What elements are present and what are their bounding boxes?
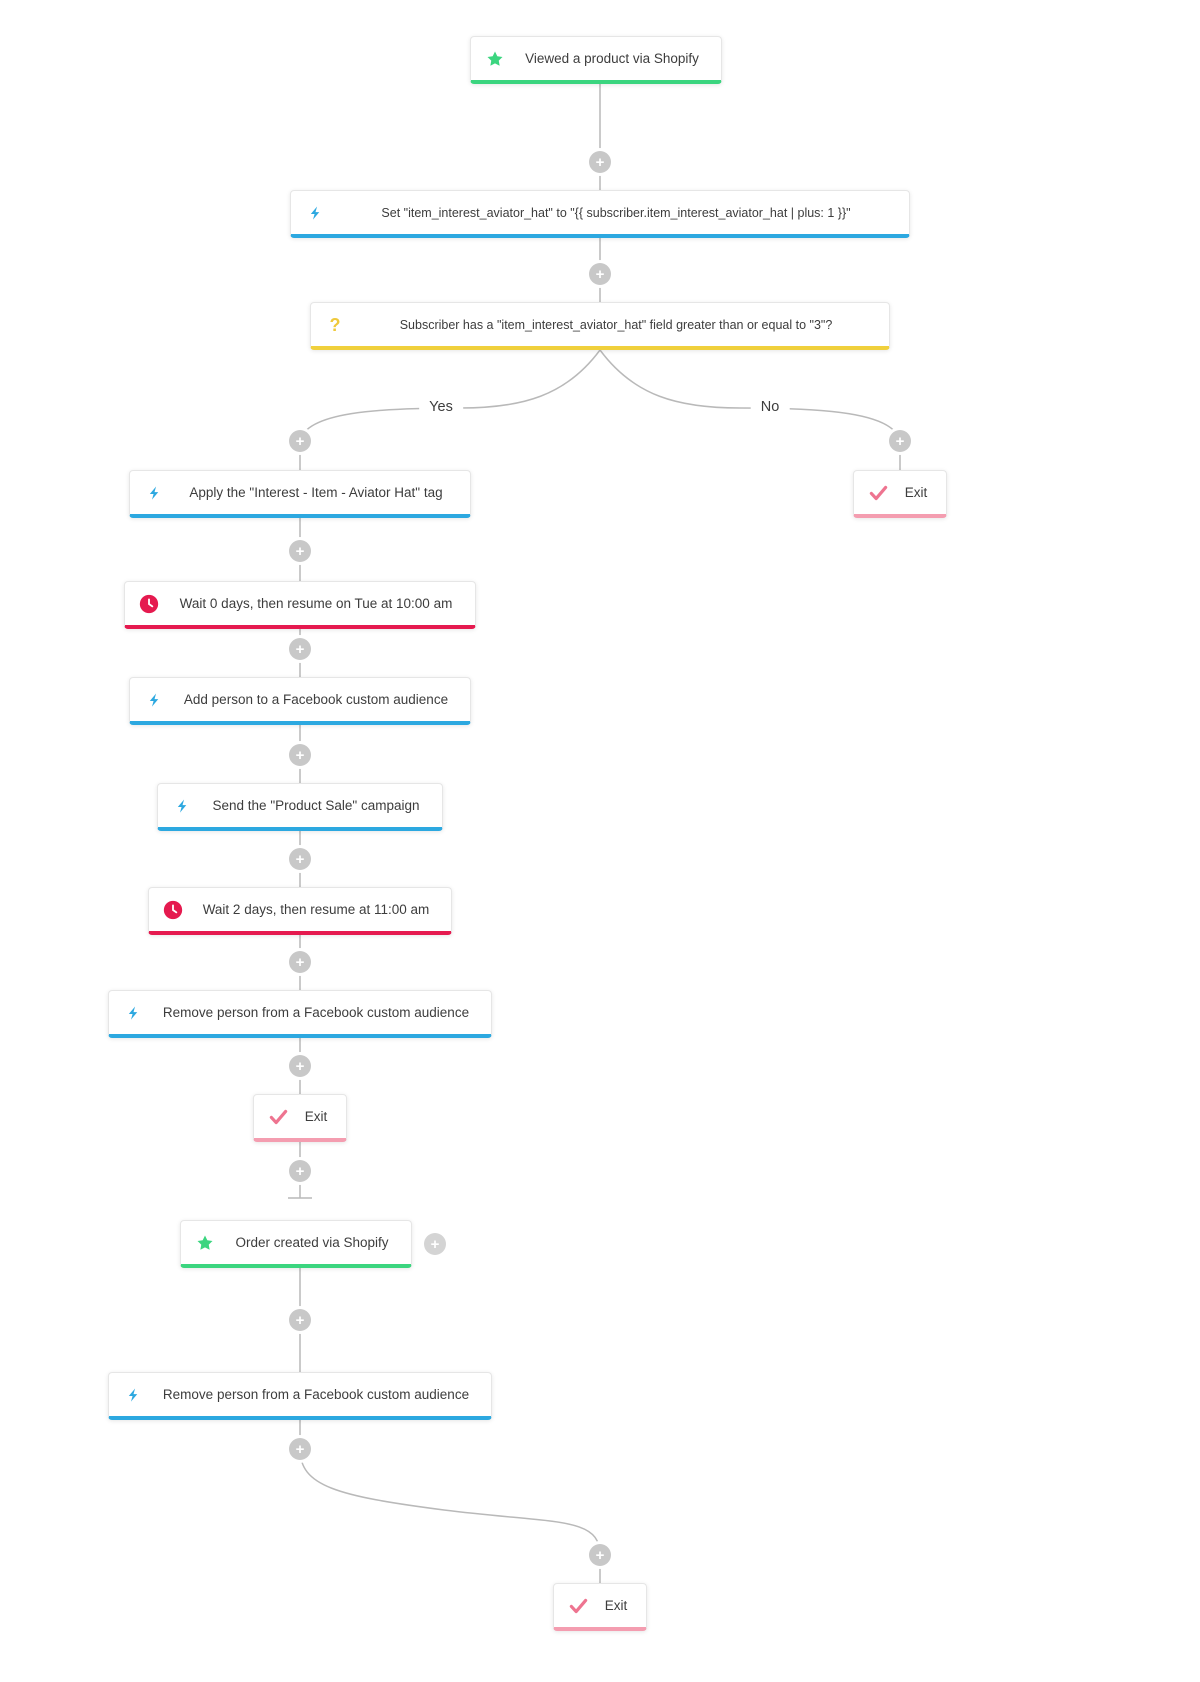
node-action-remove-facebook-audience[interactable]: Remove person from a Facebook custom aud…: [108, 990, 492, 1038]
plus-icon: +: [295, 1440, 305, 1458]
node-action-remove-facebook-audience-2[interactable]: Remove person from a Facebook custom aud…: [108, 1372, 492, 1420]
plus-icon: +: [295, 746, 305, 764]
node-trigger-viewed-product[interactable]: Viewed a product via Shopify: [470, 36, 722, 84]
add-step-button[interactable]: +: [289, 951, 311, 973]
node-label: Exit: [304, 1109, 328, 1124]
plus-icon: +: [430, 1235, 440, 1253]
check-icon: [568, 1598, 588, 1614]
lightning-icon: [305, 204, 325, 222]
node-label: Order created via Shopify: [235, 1235, 389, 1250]
node-action-set-field[interactable]: Set "item_interest_aviator_hat" to "{{ s…: [290, 190, 910, 238]
plus-icon: +: [295, 432, 305, 450]
check-icon: [868, 485, 888, 501]
node-wait-2-days[interactable]: Wait 2 days, then resume at 11:00 am: [148, 887, 452, 935]
lightning-icon: [144, 691, 164, 709]
plus-icon: +: [295, 640, 305, 658]
node-label: Remove person from a Facebook custom aud…: [162, 1005, 470, 1020]
lightning-icon: [123, 1004, 143, 1022]
branch-label-yes: Yes: [419, 399, 463, 415]
lightning-icon: [144, 484, 164, 502]
node-label: Exit: [604, 1598, 628, 1613]
node-label: Send the "Product Sale" campaign: [212, 798, 420, 813]
node-label: Set "item_interest_aviator_hat" to "{{ s…: [381, 205, 851, 220]
clock-icon: [163, 900, 183, 920]
node-exit-yes-branch[interactable]: Exit: [253, 1094, 347, 1142]
node-trigger-order-created[interactable]: Order created via Shopify: [180, 1220, 412, 1268]
branch-label-no: No: [750, 399, 790, 415]
node-action-apply-tag[interactable]: Apply the "Interest - Item - Aviator Hat…: [129, 470, 471, 518]
node-action-send-campaign[interactable]: Send the "Product Sale" campaign: [157, 783, 443, 831]
node-exit-final[interactable]: Exit: [553, 1583, 647, 1631]
star-icon: [195, 1234, 215, 1252]
star-icon: [485, 50, 505, 68]
add-step-button[interactable]: +: [289, 1055, 311, 1077]
node-label: Subscriber has a "item_interest_aviator_…: [399, 317, 833, 332]
plus-icon: +: [295, 1162, 305, 1180]
node-label: Apply the "Interest - Item - Aviator Hat…: [189, 485, 443, 500]
node-exit-no-branch[interactable]: Exit: [853, 470, 947, 518]
plus-icon: +: [295, 1057, 305, 1075]
add-step-button[interactable]: +: [289, 1438, 311, 1460]
add-step-button[interactable]: +: [289, 1160, 311, 1182]
add-step-button[interactable]: +: [889, 430, 911, 452]
add-step-button[interactable]: +: [289, 638, 311, 660]
clock-icon: [139, 594, 159, 614]
add-step-button[interactable]: +: [589, 263, 611, 285]
add-step-button[interactable]: +: [289, 430, 311, 452]
plus-icon: +: [295, 953, 305, 971]
plus-icon: +: [295, 850, 305, 868]
question-icon: ?: [329, 314, 341, 335]
node-decision-field-threshold[interactable]: ? Subscriber has a "item_interest_aviato…: [310, 302, 890, 350]
node-label: Wait 2 days, then resume at 11:00 am: [202, 902, 430, 917]
add-step-button[interactable]: +: [289, 744, 311, 766]
plus-icon: +: [595, 265, 605, 283]
node-action-add-facebook-audience[interactable]: Add person to a Facebook custom audience: [129, 677, 471, 725]
lightning-icon: [123, 1386, 143, 1404]
add-step-button[interactable]: +: [289, 540, 311, 562]
merge-curve-path: [299, 1448, 601, 1583]
add-step-button[interactable]: +: [289, 1309, 311, 1331]
check-icon: [268, 1109, 288, 1125]
add-step-button[interactable]: +: [589, 151, 611, 173]
node-label: Add person to a Facebook custom audience: [183, 692, 449, 707]
node-label: Wait 0 days, then resume on Tue at 10:00…: [179, 596, 453, 611]
plus-icon: +: [595, 153, 605, 171]
add-step-button[interactable]: +: [589, 1544, 611, 1566]
plus-icon: +: [295, 542, 305, 560]
add-trigger-button[interactable]: +: [424, 1233, 446, 1255]
plus-icon: +: [895, 432, 905, 450]
plus-icon: +: [295, 1311, 305, 1329]
add-step-button[interactable]: +: [289, 848, 311, 870]
node-label: Exit: [904, 485, 928, 500]
node-label: Remove person from a Facebook custom aud…: [162, 1387, 470, 1402]
node-label: Viewed a product via Shopify: [525, 51, 699, 66]
node-wait-0-days[interactable]: Wait 0 days, then resume on Tue at 10:00…: [124, 581, 476, 629]
plus-icon: +: [595, 1546, 605, 1564]
lightning-icon: [172, 797, 192, 815]
